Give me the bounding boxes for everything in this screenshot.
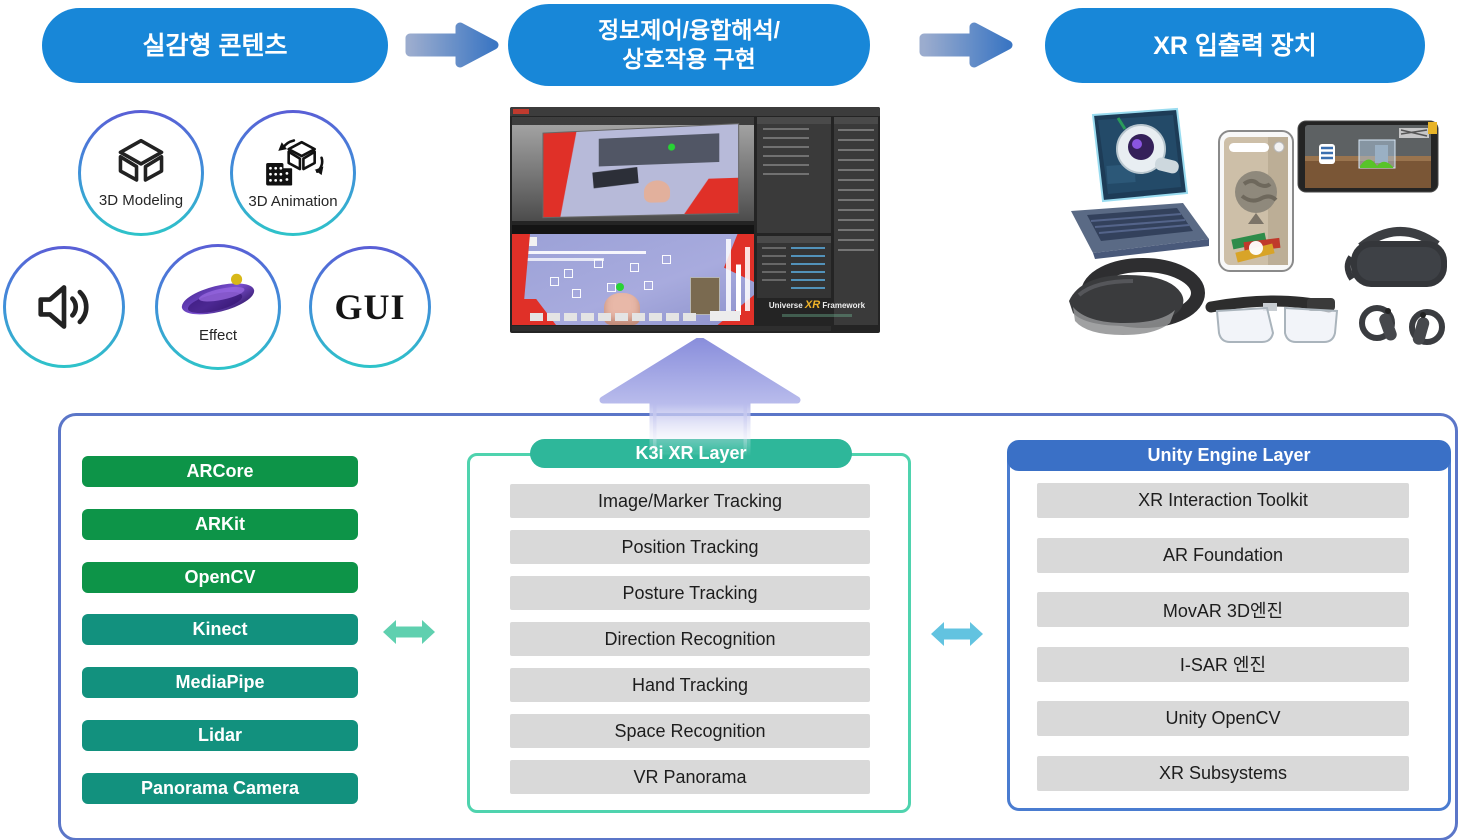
circle-3d-modeling: 3D Modeling bbox=[78, 110, 204, 236]
flow-step-label-line2: 상호작용 구현 bbox=[622, 46, 756, 72]
device-api-box: Kinect bbox=[82, 614, 358, 646]
unity-module-box: I-SAR 엔진 bbox=[1037, 646, 1409, 682]
cube-3d-icon bbox=[118, 138, 164, 182]
circle-label: 3D Modeling bbox=[98, 191, 184, 209]
hierarchy-panel bbox=[757, 117, 831, 233]
laptop-ar-robot-illustration bbox=[1071, 107, 1209, 259]
game-view bbox=[512, 225, 754, 325]
hololens-headset-illustration bbox=[1069, 258, 1205, 335]
k3i-module-box: Hand Tracking bbox=[510, 668, 870, 702]
device-api-box: ARCore bbox=[82, 456, 358, 487]
inspector-panel bbox=[834, 117, 878, 325]
flow-step-label: 실감형 콘텐츠 bbox=[142, 31, 288, 60]
xr-devices-cluster bbox=[1055, 105, 1457, 355]
device-api-box: Lidar bbox=[82, 719, 358, 751]
circle-label: 3D Animation bbox=[248, 192, 338, 210]
device-api-box: ARKit bbox=[82, 508, 358, 540]
smartphone-ar-globe-illustration bbox=[1218, 130, 1294, 272]
circle-label: Effect bbox=[198, 326, 238, 344]
project-panel bbox=[757, 236, 831, 298]
film-cube-rotate-icon bbox=[266, 138, 324, 186]
exchange-arrow-right-icon bbox=[931, 622, 983, 646]
speaker-icon bbox=[38, 285, 89, 329]
status-strip bbox=[512, 326, 831, 331]
k3i-module-box: Image/Marker Tracking bbox=[510, 484, 870, 518]
flow-step-processing: 정보제어/융합해석/ 상호작용 구현 bbox=[508, 4, 870, 86]
unity-module-box: MovAR 3D엔진 bbox=[1037, 592, 1409, 628]
unity-module-box: Unity OpenCV bbox=[1037, 701, 1409, 737]
smart-glasses-illustration bbox=[1205, 295, 1339, 343]
k3i-module-box: Direction Recognition bbox=[510, 622, 870, 656]
circle-effect: Effect bbox=[155, 244, 281, 370]
exchange-arrow-left-icon bbox=[383, 620, 435, 644]
phone-landscape-ar-scene-illustration bbox=[1297, 120, 1439, 193]
device-api-box: MediaPipe bbox=[82, 667, 358, 699]
logo-prefix: Universe bbox=[768, 301, 803, 310]
universe-xr-framework-logo: Universe XR Framework bbox=[756, 299, 878, 325]
editor-toolbar bbox=[510, 107, 880, 116]
scene-view bbox=[512, 117, 754, 221]
purple-swirl-effect bbox=[181, 273, 255, 314]
vr-headset-controllers-illustration bbox=[1344, 227, 1447, 345]
device-api-box: Panorama Camera bbox=[82, 772, 358, 804]
circle-3d-animation: 3D Animation bbox=[230, 110, 356, 236]
circle-sound bbox=[3, 246, 125, 368]
logo-tagline-bar bbox=[782, 314, 852, 317]
gui-label: GUI bbox=[334, 287, 406, 327]
k3i-module-box: Position Tracking bbox=[510, 530, 870, 564]
flow-step-label: XR 입출력 장치 bbox=[1153, 31, 1317, 60]
device-api-box: OpenCV bbox=[82, 561, 358, 593]
flow-step-label-line1: 정보제어/융합해석/ bbox=[597, 16, 781, 43]
k3i-module-box: Space Recognition bbox=[510, 714, 870, 748]
unity-module-box: XR Subsystems bbox=[1037, 755, 1409, 791]
k3i-module-box: Posture Tracking bbox=[510, 576, 870, 610]
flow-step-immersive-content: 실감형 콘텐츠 bbox=[42, 8, 388, 83]
logo-suffix: Framework bbox=[822, 301, 866, 310]
tracked-screen-plane bbox=[543, 124, 739, 218]
unity-module-box: AR Foundation bbox=[1037, 537, 1409, 573]
unity-engine-layer-header: Unity Engine Layer bbox=[1007, 440, 1451, 471]
k3i-module-box: VR Panorama bbox=[510, 760, 870, 794]
unity-editor-screenshot: Universe XR Framework bbox=[510, 107, 880, 333]
unity-layer-title: Unity Engine Layer bbox=[1147, 445, 1311, 465]
flow-right-arrow-icon bbox=[919, 22, 1013, 68]
up-arrow-icon bbox=[599, 338, 801, 456]
logo-xr: XR bbox=[804, 299, 821, 311]
flow-right-arrow-icon bbox=[405, 22, 499, 68]
circle-gui: GUI bbox=[309, 246, 431, 368]
unity-module-box: XR Interaction Toolkit bbox=[1037, 483, 1409, 518]
record-indicator bbox=[513, 109, 529, 114]
flow-step-xr-io-devices: XR 입출력 장치 bbox=[1045, 8, 1425, 83]
